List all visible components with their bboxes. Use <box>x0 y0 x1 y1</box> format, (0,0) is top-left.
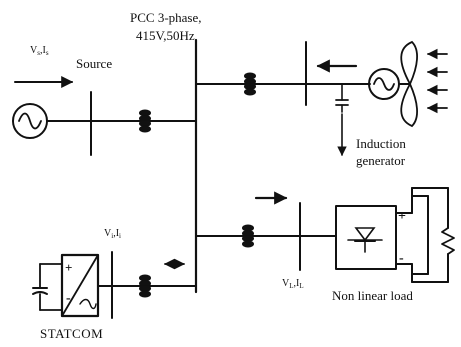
dc-load-icon <box>395 187 455 283</box>
load-vi-label: VL,IL <box>282 278 304 290</box>
nonlinear-load-label: Non linear load <box>332 288 413 303</box>
pcc-label-line1: PCC 3-phase, <box>130 10 202 25</box>
induction-generator-icon <box>368 68 411 100</box>
converter-minus-label: - <box>66 291 71 306</box>
source-label: Source <box>76 56 112 71</box>
rectifier-plus-label: + <box>398 209 406 224</box>
induction-label-line2: generator <box>356 153 406 168</box>
statcom-vi-label: Vi,Ii <box>104 228 121 240</box>
generator-capacitor-icon <box>335 83 349 113</box>
dc-capacitor-icon <box>32 263 63 311</box>
statcom-label: STATCOM <box>40 326 103 341</box>
statcom-converter-icon <box>60 253 100 318</box>
wind-arrows-icon <box>426 48 448 114</box>
ac-source-icon <box>12 103 48 139</box>
rectifier-minus-label: - <box>399 251 404 266</box>
converter-plus-label: + <box>65 260 72 275</box>
induction-label-line1: Induction <box>356 136 406 151</box>
pcc-label-line2: 415V,50Hz <box>136 28 195 43</box>
wind-turbine-icon <box>400 40 418 128</box>
rectifier-icon <box>335 205 397 270</box>
source-vi-label: Vs,Is <box>30 45 49 57</box>
